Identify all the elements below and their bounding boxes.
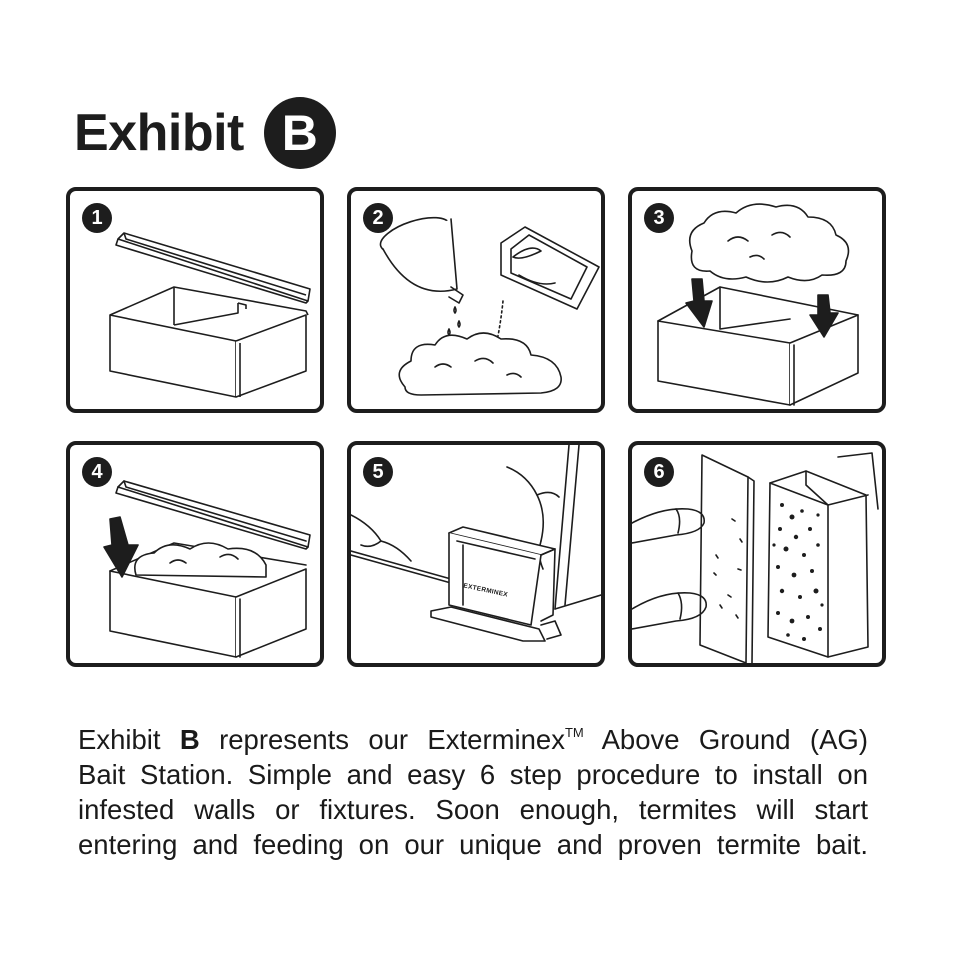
step-panel-3: 3	[628, 187, 886, 413]
station-installed-illustration	[351, 445, 601, 642]
pouring-water-illustration	[379, 216, 600, 396]
step-number-badge: 2	[363, 203, 393, 233]
step-panel-1: 1	[66, 187, 324, 413]
caption-line-2: Bait Station. Simple and easy 6 step pro…	[78, 759, 868, 790]
termites-feeding-illustration	[632, 452, 879, 663]
open-box-illustration	[109, 232, 311, 398]
step-number-badge: 3	[644, 203, 674, 233]
caption-line-3: infested walls or fixtures. Soon enough,…	[78, 794, 868, 825]
step-number-badge: 5	[363, 457, 393, 487]
caption-text: Exhibit	[78, 724, 180, 755]
caption-line-4: entering and feeding on our unique and p…	[78, 829, 868, 860]
placing-bait-illustration	[657, 203, 859, 406]
step-panel-4: 4	[66, 441, 324, 667]
step-panel-6: 6	[628, 441, 886, 667]
caption-bold-letter: B	[179, 724, 200, 755]
caption-line-1: Exhibit B represents our ExterminexTM Ab…	[78, 715, 868, 757]
step-number-badge: 1	[82, 203, 112, 233]
step-number-badge: 6	[644, 457, 674, 487]
caption-text: represents our Exterminex	[199, 724, 565, 755]
title-badge: B	[263, 97, 336, 169]
exhibit-title: Exhibit B	[74, 97, 336, 169]
step-panel-5: 5 EXTERMINEX	[347, 441, 605, 667]
trademark-mark: TM	[564, 725, 584, 740]
title-word: Exhibit	[74, 104, 244, 162]
exhibit-caption: Exhibit B represents our ExterminexTM Ab…	[78, 715, 868, 862]
step-number-badge: 4	[82, 457, 112, 487]
caption-text: Above Ground (AG)	[583, 724, 868, 755]
step-panel-2: 2	[347, 187, 605, 413]
closing-lid-illustration	[103, 480, 311, 658]
